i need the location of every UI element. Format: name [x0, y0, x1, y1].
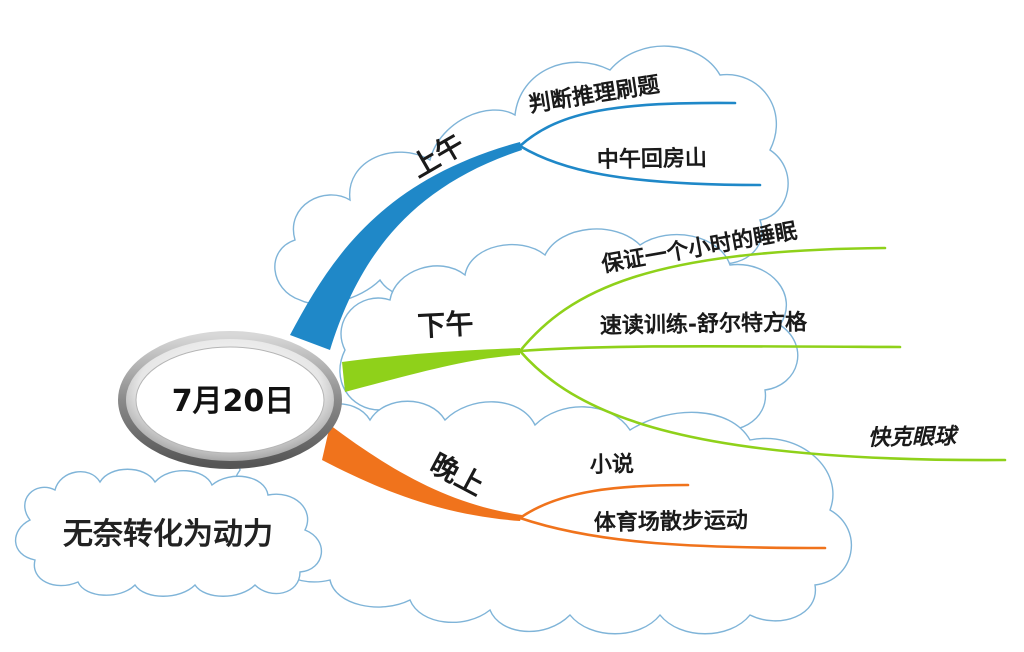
subtopic-label[interactable]: 快克眼球 [868, 424, 960, 451]
subtopic-label[interactable]: 速读训练-舒尔特方格 [600, 309, 809, 339]
cloud-evening [232, 400, 853, 635]
sub-branch-line [518, 101, 737, 148]
central-topic-label: 7月20日 [172, 384, 295, 419]
branch-evening-ribbon [322, 425, 522, 521]
sub-branch-line [518, 246, 887, 353]
sub-branch-line [518, 349, 1007, 462]
cloud-background [14, 45, 853, 635]
sub-branch-line [518, 516, 827, 550]
branch-morning-ribbon [290, 142, 522, 350]
central-topic-inner [135, 346, 325, 454]
sub-branch-line [518, 144, 762, 187]
main-branches [290, 142, 522, 521]
subtopic-label[interactable]: 体育场散步运动 [594, 507, 748, 536]
sub-branch-line [518, 483, 690, 520]
central-topic[interactable]: 7月20日 [118, 331, 342, 469]
subtopic-label[interactable]: 小说 [590, 451, 634, 478]
subtopic-labels: 判断推理刷题 中午回房山 保证一个小时的睡眠 速读训练-舒尔特方格 快克眼球 小… [527, 71, 960, 536]
sub-branch-line [518, 344, 902, 353]
sub-branches [518, 101, 1007, 550]
branch-label-afternoon[interactable]: 下午 [417, 307, 475, 343]
floating-note-label[interactable]: 无奈转化为动力 [63, 517, 273, 552]
branch-afternoon-ribbon [342, 348, 520, 392]
cloud-note [14, 468, 322, 597]
subtopic-label[interactable]: 中午回房山 [597, 145, 707, 173]
